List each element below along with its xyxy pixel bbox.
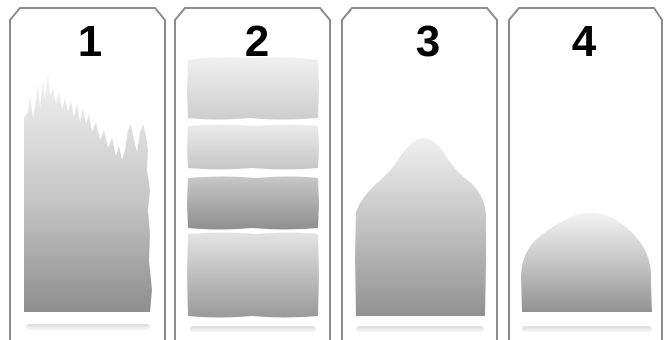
floor-shadow bbox=[26, 324, 150, 330]
tall-mound-shape bbox=[355, 138, 486, 316]
panel-3: 3 bbox=[342, 8, 497, 340]
panel-label: 4 bbox=[572, 17, 597, 66]
layer-1 bbox=[187, 57, 319, 119]
panel-label: 3 bbox=[416, 17, 440, 66]
layer-2 bbox=[187, 125, 319, 170]
floor-shadow bbox=[356, 326, 484, 332]
floor-shadow bbox=[190, 326, 316, 332]
panel-4: 4 bbox=[509, 8, 662, 340]
panel-2: 2 bbox=[175, 8, 330, 340]
layer-3 bbox=[187, 177, 319, 230]
floor-shadow bbox=[522, 326, 652, 332]
panel-1: 1 bbox=[10, 8, 165, 340]
panel-label: 1 bbox=[78, 17, 102, 66]
low-mound-shape bbox=[521, 213, 652, 312]
layer-4 bbox=[187, 233, 319, 318]
jagged-column-shape bbox=[24, 72, 152, 312]
